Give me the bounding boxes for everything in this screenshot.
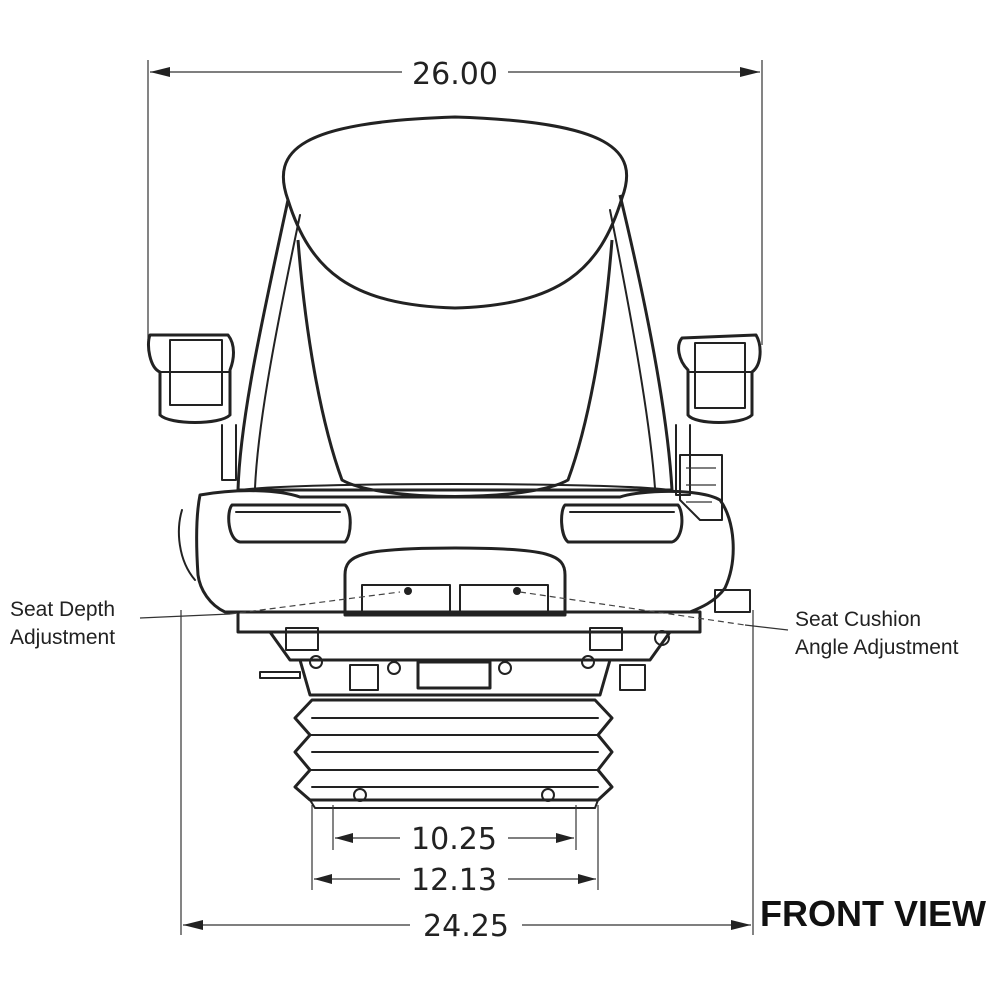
arrowhead xyxy=(731,920,751,930)
cushion-outline xyxy=(195,489,735,614)
callout-seat-depth: Seat Depth Adjustment xyxy=(10,591,401,649)
backrest-outer xyxy=(236,194,674,492)
callout-cushion-angle-line2: Angle Adjustment xyxy=(795,636,959,659)
rail-bracket-left xyxy=(285,627,319,651)
armrest-left-outline xyxy=(146,333,235,424)
cushion-side-left xyxy=(177,509,196,581)
suspension-mechanism xyxy=(236,610,702,697)
callout-cushion-angle-line1: Seat Cushion xyxy=(795,608,921,631)
lever-left xyxy=(259,671,301,679)
cushion-bolster-right xyxy=(560,503,684,544)
dimension-label-base-width: 24.25 xyxy=(423,909,509,944)
backrest-center-panel xyxy=(296,239,614,498)
bolt xyxy=(498,661,512,675)
seat-backrest xyxy=(236,115,674,498)
armrest-left-support xyxy=(221,424,237,481)
callout-leader-seat-depth-tail xyxy=(139,613,231,619)
backrest-side-right xyxy=(609,209,656,489)
handle-slot-right xyxy=(459,584,549,616)
mechanism-clip-right xyxy=(619,664,646,691)
callout-leader-cushion-angle xyxy=(519,591,746,626)
slide-rail-assembly xyxy=(268,630,672,662)
mount-bolt-right xyxy=(541,788,555,802)
view-title: FRONT VIEW xyxy=(760,893,986,934)
cushion-front-lip xyxy=(343,546,567,617)
air-bellows xyxy=(293,698,614,809)
arrowhead xyxy=(335,833,353,843)
handle-slot-left xyxy=(361,584,451,616)
dimension-base-width: 24.25 xyxy=(183,909,751,944)
cushion-lever-right xyxy=(714,589,751,613)
dimension-overall-width: 26.00 xyxy=(147,57,763,345)
backrest-side-left xyxy=(254,214,301,489)
callout-seat-depth-line1: Seat Depth xyxy=(10,598,115,621)
dimension-mount-outer: 12.13 xyxy=(311,805,599,898)
mount-bolt-left xyxy=(353,788,367,802)
bolt xyxy=(309,655,323,669)
handle-knob-right xyxy=(513,587,521,595)
armrest-right-support xyxy=(675,424,691,496)
side-control-buttons xyxy=(686,467,716,503)
armrest-right-pad xyxy=(694,342,746,409)
dimension-mount-inner: 10.25 xyxy=(332,805,577,857)
backrest-bottom-seam xyxy=(239,483,671,491)
bolt xyxy=(387,661,401,675)
arrowhead xyxy=(578,874,596,884)
bellows-folds xyxy=(309,717,599,788)
bolt xyxy=(581,655,595,669)
callout-seat-depth-line2: Adjustment xyxy=(10,626,115,649)
headrest xyxy=(281,115,629,310)
bellows-outline xyxy=(293,698,614,802)
dimension-label-mount-inner: 10.25 xyxy=(411,822,497,857)
arrowhead xyxy=(314,874,332,884)
rail-bracket-right xyxy=(589,627,623,651)
seat-cushion xyxy=(177,489,751,617)
lower-frame xyxy=(298,658,612,697)
dimension-label-overall-width: 26.00 xyxy=(412,57,498,92)
arrowhead xyxy=(556,833,574,843)
callout-cushion-angle: Seat Cushion Angle Adjustment xyxy=(519,591,959,659)
seat-pan-rail xyxy=(236,610,702,634)
center-handle xyxy=(416,660,492,690)
armrest-left xyxy=(146,333,237,481)
handle-knob-left xyxy=(404,587,412,595)
cushion-bolster-left xyxy=(227,503,352,544)
side-control-panel xyxy=(679,454,723,521)
adjust-knob-right xyxy=(654,630,670,646)
mechanism-clip xyxy=(349,664,379,691)
arrowhead xyxy=(740,67,760,77)
dimension-label-mount-outer: 12.13 xyxy=(411,863,497,898)
base-plate xyxy=(309,799,599,809)
callout-leader-cushion-angle-tail xyxy=(744,624,789,631)
arrowhead xyxy=(183,920,203,930)
armrest-left-pad xyxy=(169,339,223,406)
callout-leader-seat-depth xyxy=(229,591,401,615)
arrowhead xyxy=(150,67,170,77)
armrest-right-outline xyxy=(677,333,762,424)
